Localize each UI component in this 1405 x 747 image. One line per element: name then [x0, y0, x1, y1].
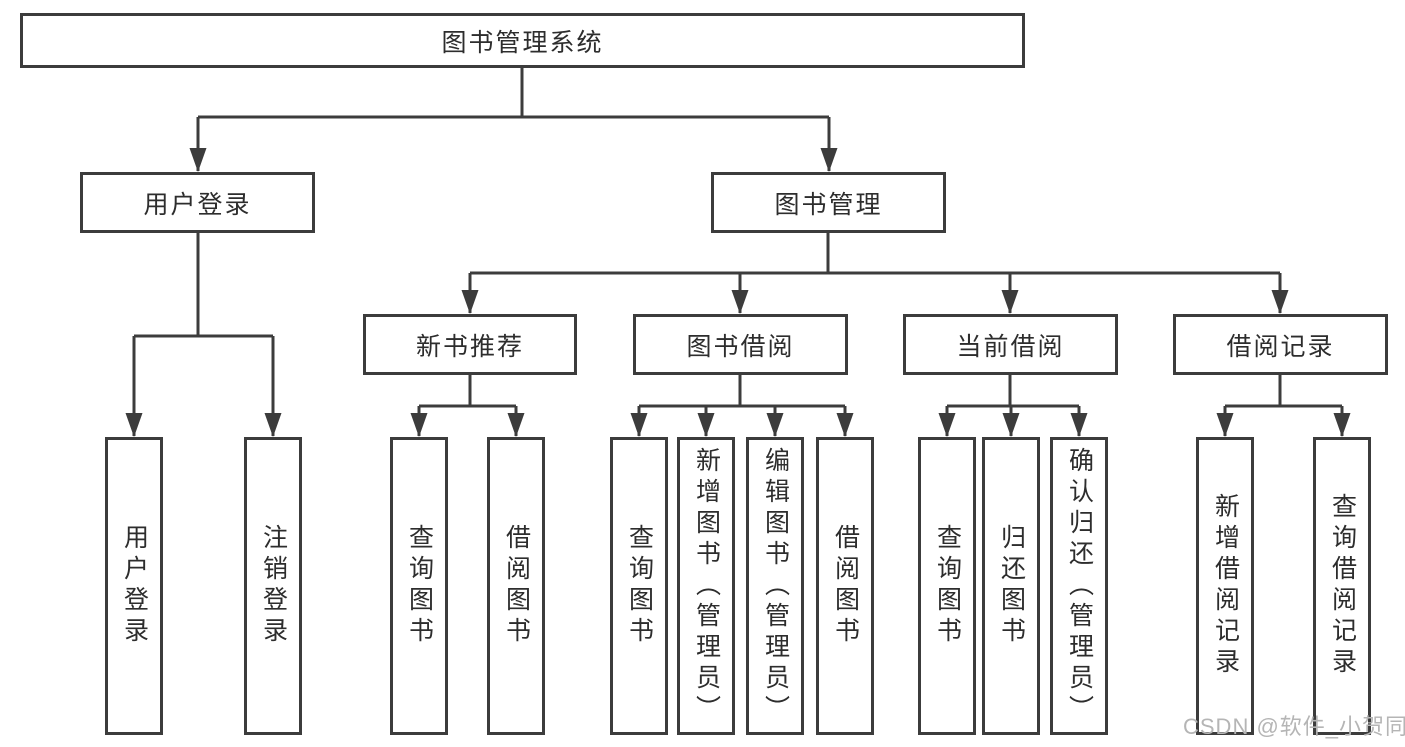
leaf-add-book-admin: 新增图书（管理员）: [677, 437, 735, 735]
leaf-add-borrow-record-label: 新增借阅记录: [1211, 493, 1240, 679]
leaf-borrow-books-recommend-label: 借阅图书: [502, 524, 531, 648]
leaf-query-books-recommend: 查询图书: [390, 437, 448, 735]
node-new-book-recommend-label: 新书推荐: [415, 332, 524, 361]
leaf-edit-book-admin: 编辑图书（管理员）: [746, 437, 804, 735]
leaf-user-login: 用户登录: [105, 437, 163, 735]
node-user-login-label: 用户登录: [143, 190, 252, 219]
leaf-user-login-label: 用户登录: [120, 524, 149, 648]
leaf-query-books-current: 查询图书: [918, 437, 976, 735]
leaf-query-borrow-record: 查询借阅记录: [1313, 437, 1371, 735]
node-root-library-system: 图书管理系统: [20, 13, 1025, 68]
leaf-query-borrow-record-label: 查询借阅记录: [1328, 493, 1357, 679]
node-user-login: 用户登录: [80, 172, 315, 233]
node-book-management: 图书管理: [711, 172, 946, 233]
leaf-logout: 注销登录: [244, 437, 302, 735]
leaf-confirm-return-admin-label: 确认归还（管理员）: [1065, 446, 1094, 726]
node-new-book-recommend: 新书推荐: [363, 314, 577, 375]
leaf-borrow-books-recommend: 借阅图书: [487, 437, 545, 735]
leaf-edit-book-admin-label: 编辑图书（管理员）: [761, 446, 790, 726]
leaf-return-books-label: 归还图书: [997, 524, 1026, 648]
node-book-borrow: 图书借阅: [633, 314, 848, 375]
node-book-management-label: 图书管理: [774, 190, 883, 219]
leaf-return-books: 归还图书: [982, 437, 1040, 735]
node-book-borrow-label: 图书借阅: [686, 332, 795, 361]
leaf-query-books-current-label: 查询图书: [933, 524, 962, 648]
node-root-label: 图书管理系统: [441, 28, 604, 57]
node-borrow-records: 借阅记录: [1173, 314, 1388, 375]
node-borrow-records-label: 借阅记录: [1226, 332, 1335, 361]
csdn-watermark: CSDN @软件_小贺同学: [1183, 714, 1405, 739]
leaf-confirm-return-admin: 确认归还（管理员）: [1050, 437, 1108, 735]
leaf-add-book-admin-label: 新增图书（管理员）: [692, 446, 721, 726]
node-current-borrow: 当前借阅: [903, 314, 1118, 375]
leaf-borrow-books: 借阅图书: [816, 437, 874, 735]
leaf-query-books-borrow: 查询图书: [610, 437, 668, 735]
leaf-logout-label: 注销登录: [259, 524, 288, 648]
leaf-add-borrow-record: 新增借阅记录: [1196, 437, 1254, 735]
node-current-borrow-label: 当前借阅: [956, 332, 1065, 361]
leaf-query-books-borrow-label: 查询图书: [625, 524, 654, 648]
leaf-query-books-recommend-label: 查询图书: [405, 524, 434, 648]
leaf-borrow-books-label: 借阅图书: [831, 524, 860, 648]
